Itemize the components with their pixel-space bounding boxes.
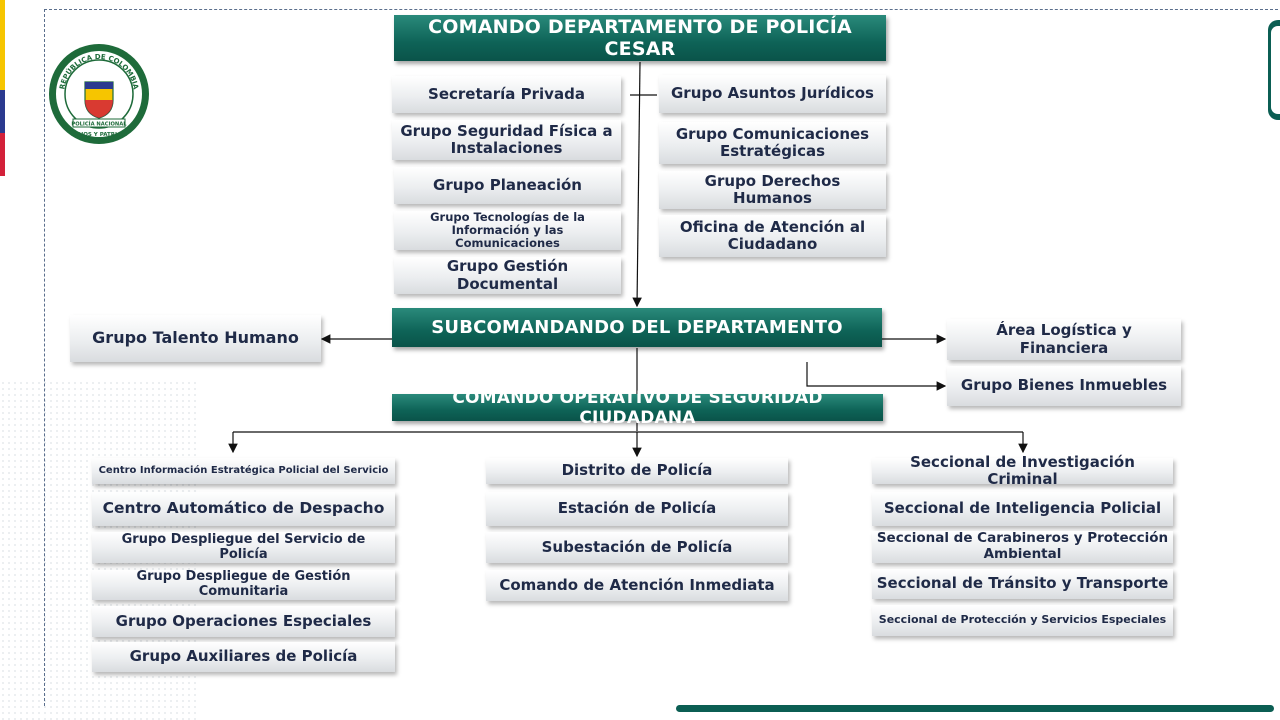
box-comunicaciones: Grupo Comunicaciones Estratégicas (659, 122, 886, 164)
flag-blue-stripe (0, 90, 5, 133)
box-tecnologias: Grupo Tecnologías de la Información y la… (394, 210, 621, 250)
box-atencion-ciudadano: Oficina de Atención al Ciudadano (659, 215, 886, 257)
box-auxiliares-policia: Grupo Auxiliares de Policía (92, 642, 395, 672)
box-area-logistica: Área Logística y Financiera (947, 319, 1181, 360)
header-subcomando: SUBCOMANDANDO DEL DEPARTAMENTO (392, 308, 882, 347)
box-carabineros: Seccional de Carabineros y Protección Am… (872, 531, 1173, 563)
bottom-accent-bar (676, 705, 1274, 712)
header-comando-operativo: COMANDO OPERATIVO DE SEGURIDAD CIUDADANA (392, 388, 883, 428)
box-despliegue-comunitaria: Grupo Despliegue de Gestión Comunitaria (92, 569, 395, 600)
policia-nacional-logo: REPÚBLICA DE COLOMBIA POLICÍA NACIONAL D… (49, 44, 149, 144)
box-cai: Comando de Atención Inmediata (486, 570, 788, 601)
box-subestacion-policia: Subestación de Policía (486, 532, 788, 563)
line-main-to-sub (632, 61, 642, 308)
svg-text:DIOS Y PATRIA: DIOS Y PATRIA (77, 132, 122, 138)
box-despliegue-servicio: Grupo Despliegue del Servicio de Policía (92, 532, 395, 563)
box-bienes-inmuebles: Grupo Bienes Inmuebles (947, 366, 1181, 406)
box-inteligencia-policial: Seccional de Inteligencia Policial (872, 492, 1173, 526)
box-planeacion: Grupo Planeación (394, 167, 621, 204)
header-comando-departamento: COMANDO DEPARTAMENTO DE POLICÍA CESAR (394, 15, 886, 61)
box-estacion-policia: Estación de Policía (486, 492, 788, 526)
box-investigacion-criminal: Seccional de Investigación Criminal (872, 453, 1173, 488)
box-secretaria-privada: Secretaría Privada (392, 76, 621, 113)
svg-text:POLICÍA NACIONAL: POLICÍA NACIONAL (71, 120, 127, 128)
line-sub-to-bienes (806, 362, 947, 391)
right-edge-tab (1268, 20, 1280, 120)
box-seguridad-fisica: Grupo Seguridad Física a Instalaciones (392, 120, 621, 160)
box-talento-humano: Grupo Talento Humano (70, 315, 321, 362)
box-gestion-documental: Grupo Gestión Documental (394, 257, 621, 294)
box-transito-transporte: Seccional de Tránsito y Transporte (872, 569, 1173, 599)
box-proteccion-servicios: Seccional de Protección y Servicios Espe… (872, 605, 1173, 636)
box-asuntos-juridicos: Grupo Asuntos Jurídicos (659, 75, 886, 113)
flag-red-stripe (0, 133, 5, 176)
box-operaciones-especiales: Grupo Operaciones Especiales (92, 606, 395, 637)
flag-yellow-stripe (0, 0, 5, 90)
box-centro-automatico: Centro Automático de Despacho (92, 492, 395, 526)
box-distrito-policia: Distrito de Policía (486, 458, 788, 484)
box-derechos-humanos: Grupo Derechos Humanos (659, 171, 886, 209)
slide-frame (44, 9, 1278, 706)
box-centro-informacion: Centro Información Estratégica Policial … (92, 458, 395, 484)
